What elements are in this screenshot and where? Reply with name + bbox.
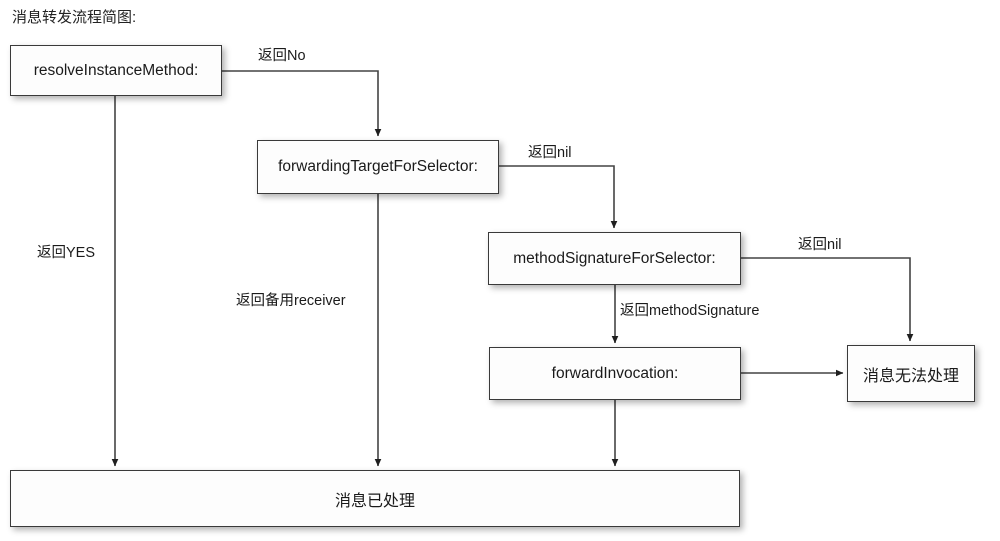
edge-label-edge-resolve-yes: 返回YES (37, 245, 96, 261)
node-messageHandled[interactable]: 消息已处理 (10, 470, 740, 527)
node-label: 消息无法处理 (862, 367, 959, 385)
node-label: 消息已处理 (334, 492, 415, 510)
node-methodSignatureForSelector[interactable]: methodSignatureForSelector: (488, 232, 741, 285)
edge-signature-nil (741, 257, 914, 342)
node-forwardInvocation[interactable]: forwardInvocation: (489, 347, 741, 400)
node-forwardingTargetForSelector[interactable]: forwardingTargetForSelector: (257, 140, 499, 194)
edge-label-edge-signature-nil: 返回nil (798, 237, 842, 253)
edge-label-edge-resolve-no: 返回No (258, 48, 306, 64)
node-label: forwardInvocation: (551, 364, 679, 382)
node-label: methodSignatureForSelector: (513, 249, 716, 267)
edge-label-edge-signature-methodsignature: 返回methodSignature (620, 303, 760, 319)
diagram-title: 消息转发流程简图: (12, 9, 137, 26)
edge-label-edge-forwarding-nil: 返回nil (528, 145, 572, 161)
edge-forwarding-nil (499, 165, 618, 229)
node-resolveInstanceMethod[interactable]: resolveInstanceMethod: (10, 45, 222, 96)
edge-resolve-no (222, 70, 382, 137)
node-label: forwardingTargetForSelector: (278, 158, 478, 175)
node-messageUnhandled[interactable]: 消息无法处理 (847, 345, 975, 402)
node-label: resolveInstanceMethod: (33, 61, 199, 79)
edge-label-edge-forwarding-receiver: 返回备用receiver (236, 293, 346, 309)
